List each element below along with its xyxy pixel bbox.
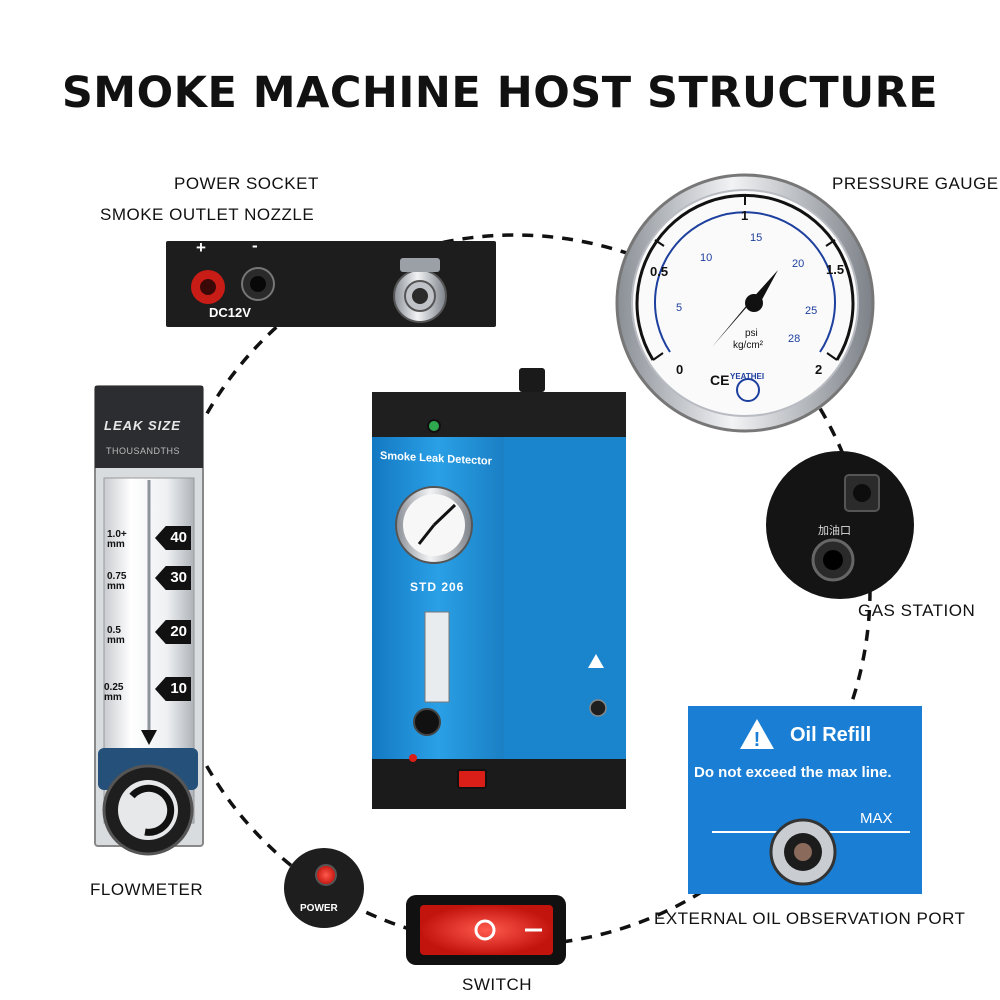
dc12v-marking: DC12V [209,305,251,320]
label-smoke-outlet-nozzle: SMOKE OUTLET NOZZLE [100,205,315,224]
gauge-unit-kg: kg/cm² [733,340,763,351]
gauge-brand: YEATHEI [730,372,765,381]
switch-inset [406,895,566,965]
oil-refill-warning: Do not exceed the max line. [694,764,892,781]
gauge-outer-0: 0 [676,362,684,377]
gauge-outer-2: 2 [815,362,823,377]
gauge-ce-mark: CE [710,372,730,388]
flowmeter-subheader: THOUSANDTHS [106,446,181,456]
power-marking: POWER [300,903,338,914]
gauge-outer-05: 0.5 [650,264,669,279]
gauge-psi-10: 10 [700,252,713,264]
device-model: STD 206 [410,580,465,594]
smoke-leak-detector-device [372,368,626,809]
gauge-psi-25: 25 [805,305,818,317]
oil-refill-heading: Oil Refill [790,724,872,746]
gauge-unit-psi: psi [745,328,758,339]
gas-station-marking: 加油口 [818,525,851,537]
gauge-outer-1: 1 [741,208,749,223]
label-power-socket: POWER SOCKET [174,174,319,193]
label-oil-observation-port: EXTERNAL OIL OBSERVATION PORT [654,909,966,928]
oil-max-line-label: MAX [860,810,893,827]
gauge-psi-28: 28 [788,333,801,345]
gauge-psi-5: 5 [676,302,683,314]
pressure-gauge-illustration [615,173,875,433]
label-flowmeter: FLOWMETER [90,880,204,899]
oil-refill-panel: ! [688,706,922,894]
gauge-psi-15: 15 [750,232,763,244]
gauge-outer-15: 1.5 [826,262,845,277]
flowmeter-mark-mm: 1.0+mm [107,529,127,550]
plus-marking: + [196,238,206,257]
flowmeter-header: LEAK SIZE [104,418,181,433]
power-socket-panel [166,241,496,327]
diagram-title: SMOKE MACHINE HOST STRUCTURE [61,68,939,118]
gas-station-inset [766,451,914,599]
label-switch: SWITCH [462,975,533,994]
minus-marking: - [252,236,258,255]
power-indicator-inset [284,848,364,928]
svg-text:!: ! [754,729,761,751]
gauge-psi-20: 20 [792,258,805,270]
label-pressure-gauge: PRESSURE GAUGE [832,174,999,193]
label-gas-station: GAS STATION [858,601,976,620]
